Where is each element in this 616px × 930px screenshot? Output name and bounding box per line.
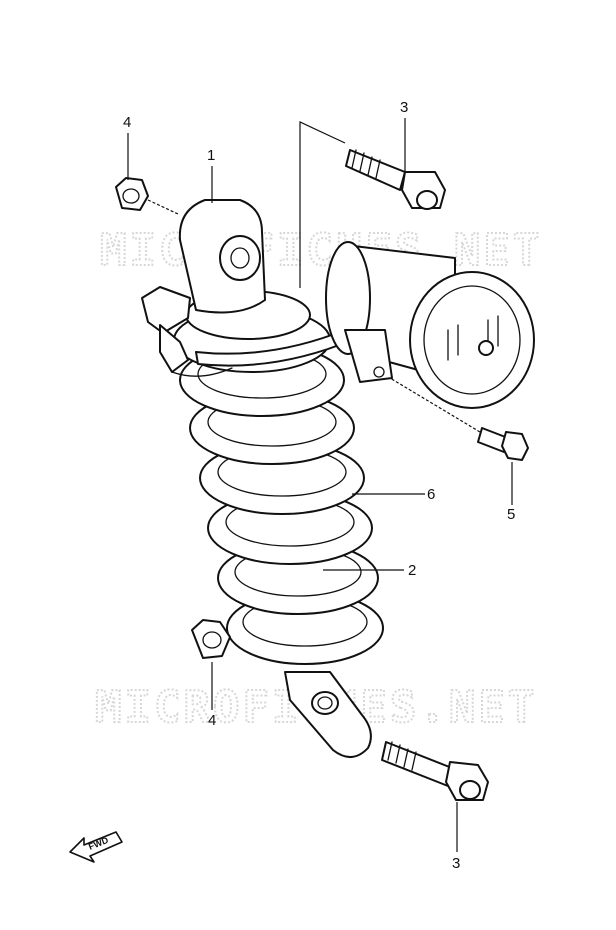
coil-spring — [179, 343, 384, 665]
callout-spring-6: 6 — [427, 486, 435, 503]
nut-bottom — [191, 619, 231, 659]
callout-spring-2: 2 — [408, 562, 416, 579]
shock-upper-body — [178, 199, 266, 314]
bolt-top — [345, 149, 446, 210]
bolt-bottom — [381, 741, 489, 801]
hose-connector-left — [141, 286, 233, 377]
forward-arrow-icon: FWD — [69, 831, 123, 863]
callout-reservoir-bolt: 5 — [507, 506, 515, 523]
callout-nut-top: 4 — [123, 114, 131, 131]
callout-shock-absorber: 1 — [207, 147, 215, 164]
lower-mount-eye — [284, 671, 372, 758]
gas-reservoir — [325, 241, 535, 409]
watermark-top: MICROFICHES.NET — [100, 225, 542, 276]
reservoir-mount-leader — [299, 121, 346, 288]
callout-bolt-top: 3 — [400, 99, 408, 116]
nut-top — [115, 177, 179, 215]
callout-bolt-bottom: 3 — [452, 855, 460, 872]
bolt-reservoir — [389, 377, 529, 461]
callout-nut-bottom: 4 — [208, 712, 216, 729]
